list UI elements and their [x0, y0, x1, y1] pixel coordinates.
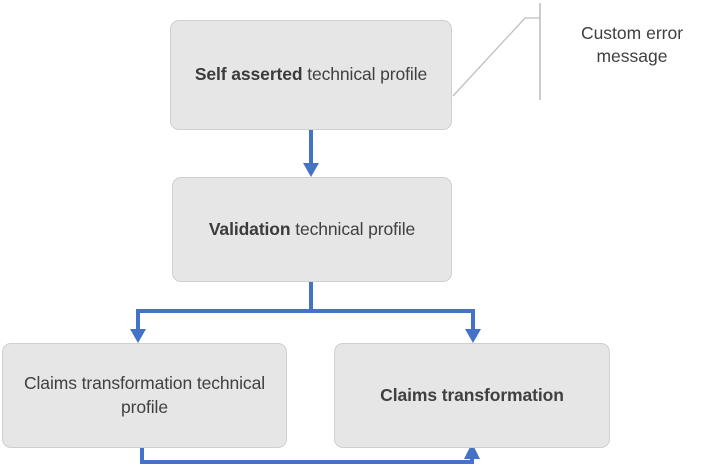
node-claims-transformation[interactable]: Claims transformation — [334, 343, 610, 448]
node-self-asserted-label-bold: Self asserted — [194, 64, 303, 85]
callout-leader-line — [452, 3, 541, 100]
callout-line-2: message — [596, 46, 668, 67]
node-validation-label-rest: technical profile — [290, 218, 416, 239]
node-claims-transformation-label: Claims transformation — [380, 384, 564, 405]
connector-validation-split — [130, 282, 481, 343]
callout-custom-error-message: Custom error message — [556, 22, 708, 69]
node-validation-technical-profile[interactable]: Validation technical profile — [172, 177, 452, 282]
connector-self-asserted-to-validation — [303, 130, 319, 177]
node-claims-transformation-technical-profile-label: Claims transformation technical profile — [23, 373, 266, 417]
node-claims-transformation-technical-profile[interactable]: Claims transformation technical profile — [2, 343, 287, 448]
callout-line-1: Custom error — [580, 23, 684, 43]
node-self-asserted-label: Self asserted technical profile — [183, 63, 439, 86]
node-self-asserted-technical-profile[interactable]: Self asserted technical profile — [170, 20, 452, 130]
node-validation-label: Validation technical profile — [185, 218, 439, 241]
node-validation-label-bold: Validation — [208, 218, 291, 239]
node-self-asserted-label-rest: technical profile — [302, 64, 428, 85]
